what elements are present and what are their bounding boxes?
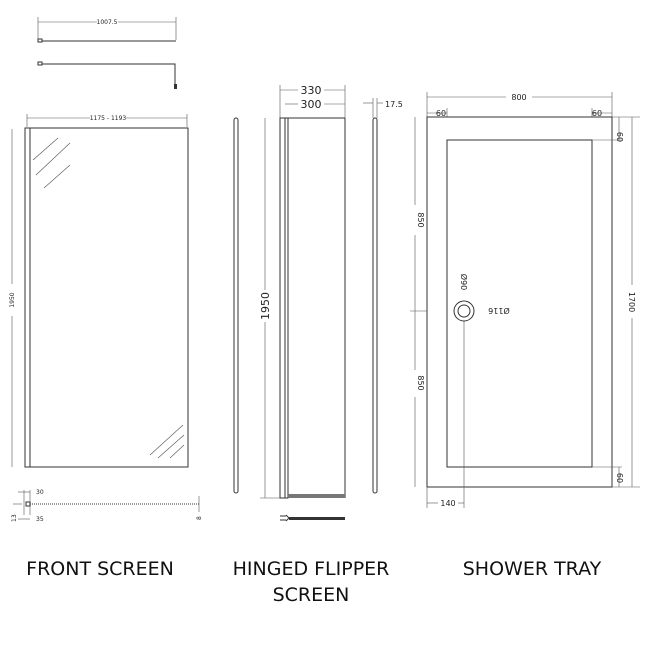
profile-dim-30: 30: [36, 489, 44, 496]
profile-dim-8: 8: [196, 516, 203, 520]
screen-height-label: 1950: [9, 292, 16, 307]
flipper-height-label: 1950: [259, 292, 272, 320]
screen-width-label: 1175 - 1193: [90, 115, 127, 122]
bottom-margin-label: 60: [615, 473, 624, 483]
hinged-flipper-title-line2: SCREEN: [272, 584, 350, 606]
waste-offset-label: 140: [440, 499, 455, 508]
lower-half-label: 850: [416, 375, 425, 390]
front-screen-title: FRONT SCREEN: [26, 558, 174, 580]
hinged-flipper-title-line1: HINGED FLIPPER: [232, 558, 390, 580]
thickness-label: 17.5: [385, 100, 403, 109]
left-margin-label: 60: [436, 109, 446, 118]
upper-half-label: 850: [416, 212, 425, 227]
waste-outer-label: Ø116: [488, 306, 510, 316]
outer-width-label: 330: [301, 84, 322, 97]
bar-length-label: 1007.5: [97, 19, 118, 26]
shower-tray-plan: 800 60 60 1700 60 60 850 850 Ø90 Ø116 14…: [410, 92, 640, 508]
waste-outlet-icon: [453, 300, 475, 322]
hinged-flipper-panel: 330 300 1950: [259, 84, 346, 499]
support-bar-angled: [37, 61, 177, 89]
front-screen-profile: 30 13 35 8: [11, 489, 203, 523]
hinged-side-profile-right: 17.5: [363, 98, 403, 494]
profile-dim-13: 13: [11, 514, 18, 522]
shower-tray-title: SHOWER TRAY: [462, 558, 602, 580]
profile-dim-35: 35: [36, 516, 44, 523]
tray-width-label: 800: [511, 93, 526, 102]
hinged-side-profile-left: [233, 117, 239, 494]
support-bar-straight: 1007.5: [37, 17, 177, 43]
tray-length-label: 1700: [627, 292, 636, 312]
waste-inner-label: Ø90: [459, 274, 469, 290]
right-margin-label: 60: [592, 109, 602, 118]
front-screen-panel: 1175 - 1193 1950: [9, 114, 189, 468]
inner-width-label: 300: [301, 98, 322, 111]
hinged-flipper-profile: [280, 514, 345, 522]
top-margin-label: 60: [615, 132, 624, 142]
